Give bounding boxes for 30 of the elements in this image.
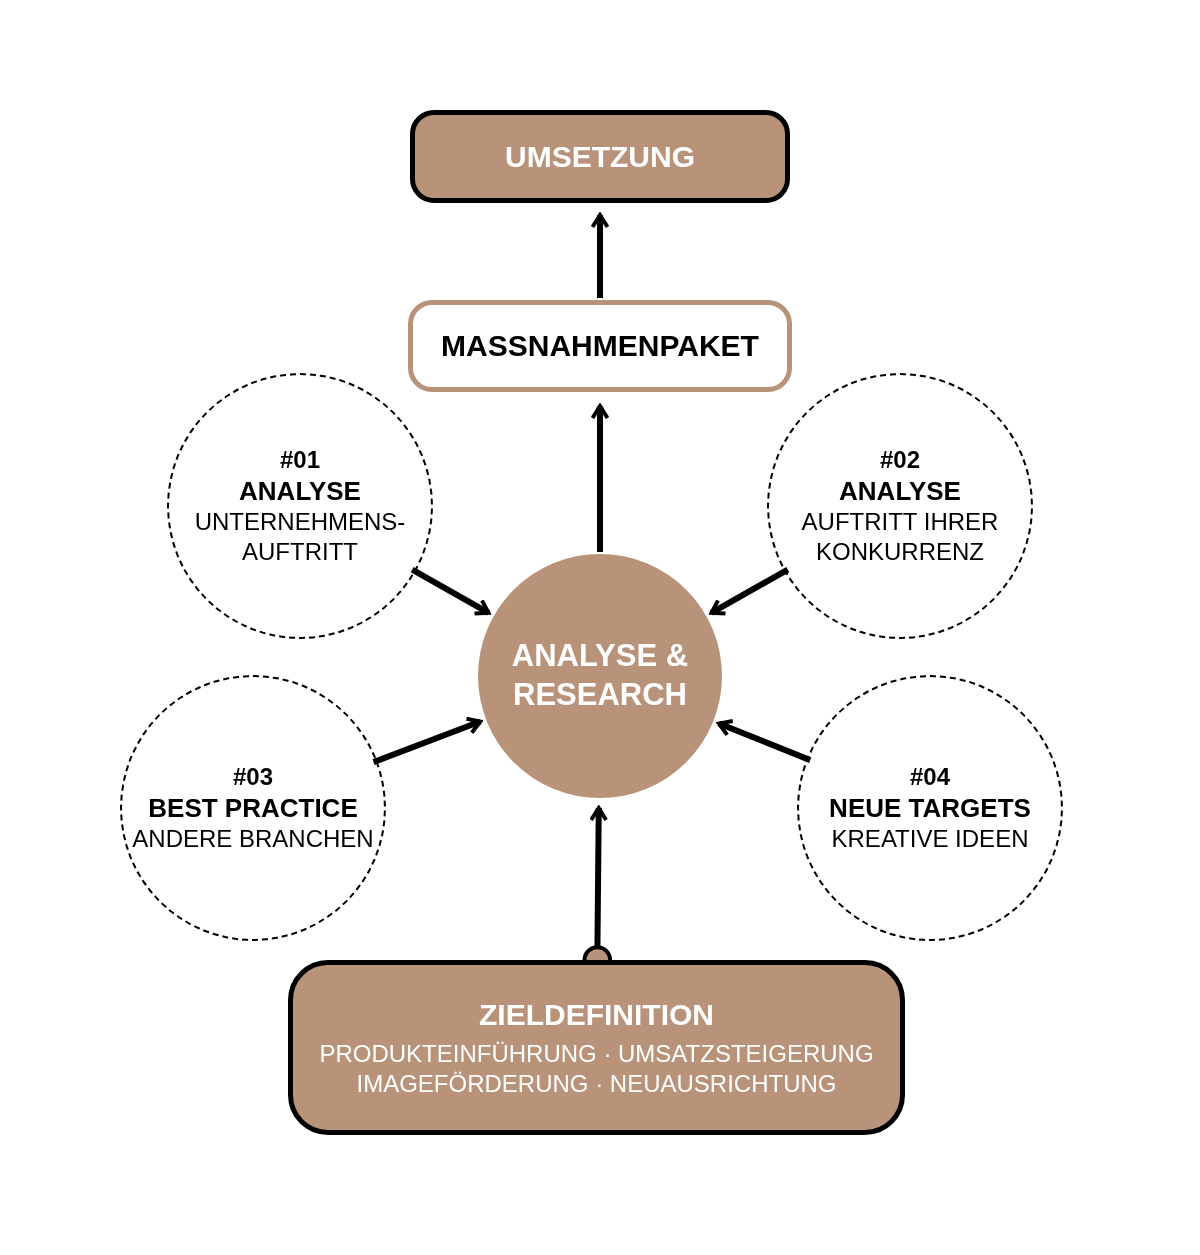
heading-text: #02 — [879, 444, 920, 475]
process-box — [410, 110, 790, 203]
arrow — [372, 716, 483, 765]
body-text: AUFTRITT IHRER KONKURRENZ — [800, 507, 1000, 568]
node-label: ANALYSE & RESEARCH — [510, 637, 690, 714]
heading-text: #01 — [279, 444, 320, 475]
node-label: MASSNAHMENPAKET — [441, 328, 759, 365]
body-text: KREATIVE IDEEN — [831, 824, 1029, 855]
dashed-circle — [120, 675, 386, 941]
dashed-circle — [767, 373, 1033, 639]
arrow — [709, 567, 790, 616]
goal-box — [288, 960, 905, 1135]
heading-text: ANALYSE — [239, 474, 361, 508]
arrow — [716, 719, 812, 763]
process-box — [408, 300, 792, 392]
heading-text: #03 — [232, 761, 273, 792]
arrow — [590, 404, 610, 552]
dashed-circle — [167, 373, 433, 639]
body-text: ANDERE BRANCHEN — [132, 824, 374, 855]
heading-text: ZIELDEFINITION — [479, 996, 714, 1033]
heading-text: ANALYSE — [839, 474, 961, 508]
heading-text: NEUE TARGETS — [829, 791, 1031, 825]
body-text: UNTERNEHMENS- AUFTRITT — [193, 507, 407, 568]
arrow — [590, 213, 610, 298]
heading-text: #04 — [909, 761, 950, 792]
body-text: PRODUKTEINFÜHRUNG · UMSATZSTEIGERUNG IMAGEFÖRDERUNG · NEUAUSRICHTUNG — [318, 1039, 875, 1100]
arrow — [410, 567, 491, 616]
heading-text: BEST PRACTICE — [148, 791, 358, 825]
node-label: UMSETZUNG — [505, 138, 695, 175]
dashed-circle — [797, 675, 1063, 941]
